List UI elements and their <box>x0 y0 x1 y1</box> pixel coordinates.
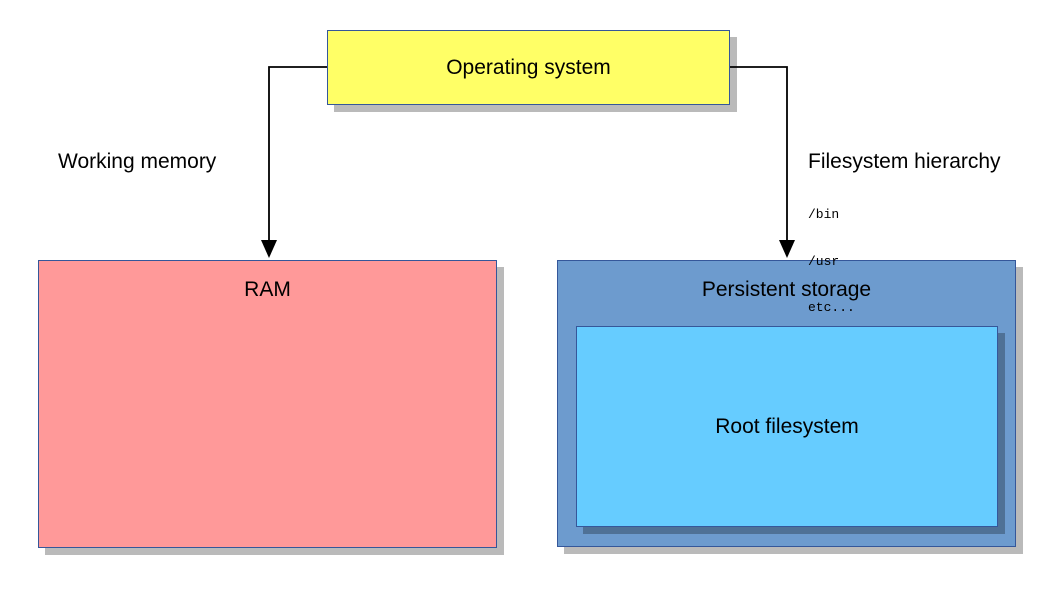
filesystem-example-line: etc... <box>808 300 855 315</box>
filesystem-example-line: /bin <box>808 207 840 222</box>
node-operating-system: Operating system <box>327 30 730 105</box>
filesystem-examples: /bin /usr etc... <box>808 176 1001 347</box>
node-root-filesystem: Root filesystem <box>576 326 998 527</box>
connector-filesystem-hierarchy <box>730 66 795 258</box>
edge-label-filesystem-hierarchy: Filesystem hierarchy /bin /usr etc... <box>808 150 1001 347</box>
arrowhead-down-icon <box>779 240 795 258</box>
connector-working-memory <box>261 66 327 258</box>
node-operating-system-label: Operating system <box>446 55 611 79</box>
node-persistent-storage-label: Persistent storage <box>701 278 872 301</box>
edge-label-working-memory: Working memory <box>58 150 217 173</box>
node-root-filesystem-label: Root filesystem <box>715 414 859 438</box>
filesystem-example-line: /usr <box>808 253 840 269</box>
arrowhead-down-icon <box>261 240 277 258</box>
node-ram: RAM <box>38 260 497 548</box>
edge-label-filesystem-hierarchy-text: Filesystem hierarchy <box>808 150 1001 173</box>
node-ram-label: RAM <box>244 278 291 301</box>
